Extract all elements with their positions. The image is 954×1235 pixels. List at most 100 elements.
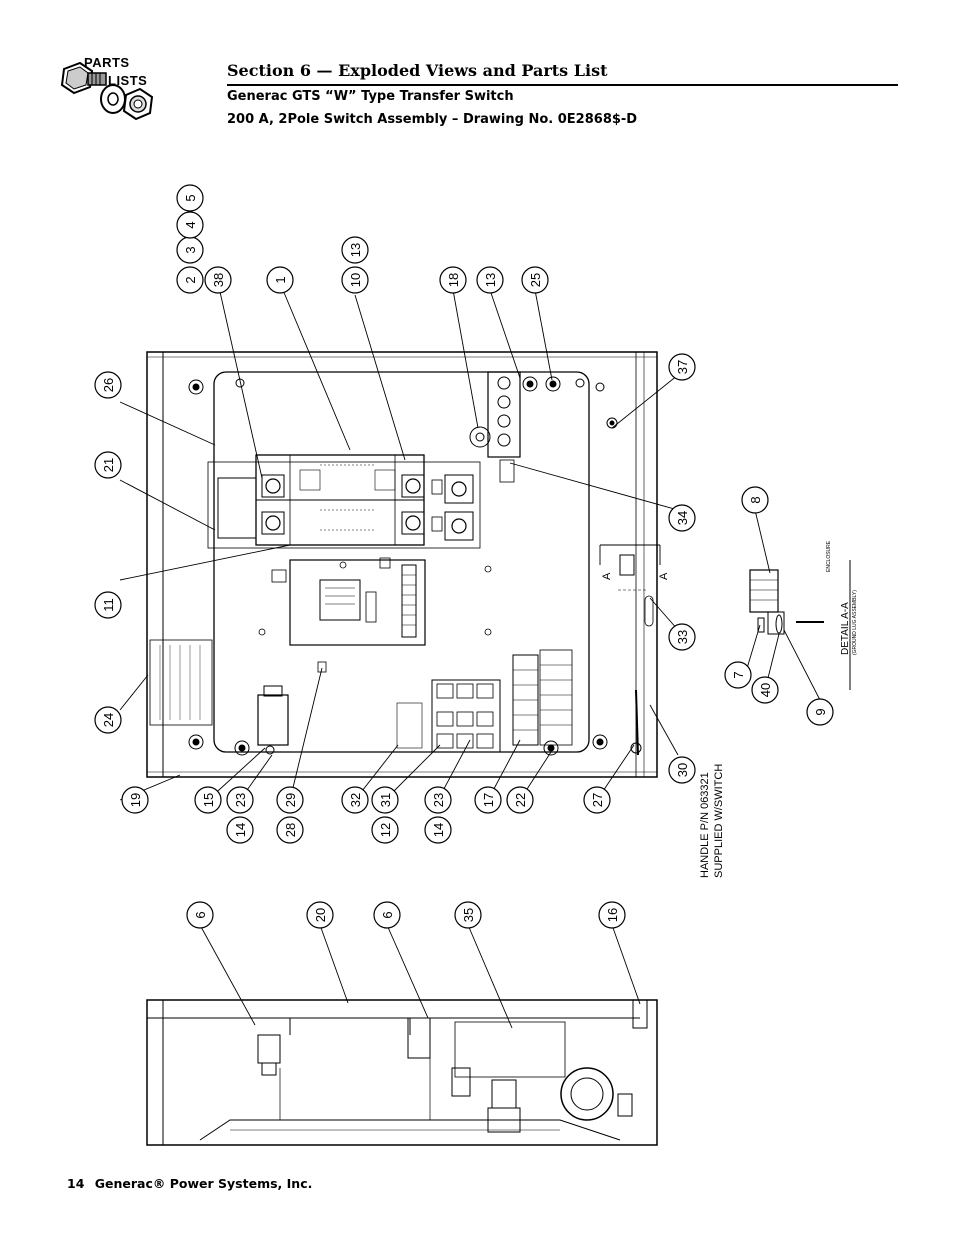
callout-label: 19 — [128, 793, 143, 807]
footer-company: Generac® Power Systems, Inc. — [94, 1176, 313, 1191]
callout-label: 15 — [201, 793, 216, 807]
page-footer: 14 Generac® Power Systems, Inc. — [67, 1176, 312, 1191]
callout-circle — [186, 901, 214, 929]
callout-circle — [306, 901, 334, 929]
callout-label: 8 — [748, 496, 763, 503]
callout-label: 23 — [431, 793, 446, 807]
callout-circle — [176, 211, 204, 239]
callout-circle — [341, 266, 369, 294]
callout-circle — [668, 504, 696, 532]
callout-circle — [226, 786, 254, 814]
callout-circle — [583, 786, 611, 814]
callout-label: 14 — [431, 823, 446, 837]
callout-label: 10 — [348, 273, 363, 287]
callout-circle — [94, 706, 122, 734]
callout-label: 18 — [446, 273, 461, 287]
enclosure-label: ENCLOSURE — [826, 540, 832, 572]
callout-circle — [806, 698, 834, 726]
callout-label: 22 — [513, 793, 528, 807]
callout-circle — [194, 786, 222, 814]
callout-circle — [266, 266, 294, 294]
callout-circle — [424, 786, 452, 814]
callout-circle — [341, 236, 369, 264]
callout-label: 5 — [183, 194, 198, 201]
subtitle-model: Generac GTS “W” Type Transfer Switch — [227, 89, 514, 104]
callout-circle — [668, 623, 696, 651]
callout-circle — [341, 786, 369, 814]
callout-circle — [94, 451, 122, 479]
callout-label: 14 — [233, 823, 248, 837]
callout-circle — [506, 786, 534, 814]
callout-label: 38 — [211, 273, 226, 287]
callout-label: 24 — [101, 713, 116, 727]
section-a-right: A — [658, 572, 670, 580]
callout-label: 30 — [675, 763, 690, 777]
callout-label: 3 — [183, 246, 198, 253]
enclosure-front-view — [146, 351, 658, 778]
handle-note-line2: SUPPLIED W/SWITCH — [713, 764, 725, 878]
section-a-left: A — [601, 572, 613, 580]
rotated-labels: HANDLE P/N 063321 SUPPLIED W/SWITCH DETA… — [601, 540, 858, 878]
callout-label: 6 — [380, 911, 395, 918]
callout-label: 29 — [283, 793, 298, 807]
page-number: 14 — [67, 1176, 85, 1191]
callout-label: 6 — [193, 911, 208, 918]
callout-circle — [439, 266, 467, 294]
detail-sub-label: (GROUND LUG ASSEMBLY) — [852, 590, 858, 655]
callout-circle — [668, 353, 696, 381]
callout-label: 1 — [273, 276, 288, 283]
subtitle-drawing: 200 A, 2Pole Switch Assembly – Drawing N… — [227, 112, 638, 127]
callout-circle — [371, 786, 399, 814]
callout-circle — [454, 901, 482, 929]
parts-lists-logo: PARTS LISTS — [58, 55, 178, 135]
callout-label: 12 — [378, 823, 393, 837]
callout-label: 13 — [348, 243, 363, 257]
callout-label: 4 — [183, 221, 198, 228]
callout-label: 34 — [675, 511, 690, 525]
logo-line2: LISTS — [108, 73, 148, 88]
callout-label: 32 — [348, 793, 363, 807]
callout-circle — [371, 816, 399, 844]
callout-circle — [474, 786, 502, 814]
logo-line1: PARTS — [84, 55, 130, 70]
callout-circle — [741, 486, 769, 514]
callout-circle — [476, 266, 504, 294]
detail-label: DETAIL A-A — [840, 602, 851, 655]
enclosure-side-view — [146, 999, 658, 1146]
callout-label: 27 — [590, 793, 605, 807]
callout-circle — [226, 816, 254, 844]
callout-circle — [276, 816, 304, 844]
callout-circle — [176, 266, 204, 294]
callout-label: 2 — [183, 276, 198, 283]
callout-label: 11 — [101, 598, 116, 612]
callout-label: 37 — [675, 360, 690, 374]
callout-label: 17 — [481, 793, 496, 807]
callout-label: 31 — [378, 793, 393, 807]
callout-label: 16 — [605, 908, 620, 922]
exploded-view-diagram: 2345381101318132526211124191514232829321… — [94, 184, 858, 1146]
callout-circle — [121, 786, 149, 814]
callout-label: 35 — [461, 908, 476, 922]
callout-label: 9 — [813, 708, 828, 715]
bolt-nut-icon — [60, 61, 154, 121]
callout-label: 40 — [758, 683, 773, 697]
callout-circle — [598, 901, 626, 929]
detail-a-a — [749, 560, 851, 690]
callout-label: 20 — [313, 908, 328, 922]
callout-label: 33 — [675, 630, 690, 644]
callout-circle — [424, 816, 452, 844]
header-rule — [227, 84, 898, 86]
section-title: Section 6 — Exploded Views and Parts Lis… — [227, 61, 608, 80]
callout-label: 28 — [283, 823, 298, 837]
callout-label: 23 — [233, 793, 248, 807]
handle-note-line1: HANDLE P/N 063321 — [699, 772, 711, 878]
callout-circle — [521, 266, 549, 294]
callout-circle — [724, 661, 752, 689]
callout-circle — [94, 591, 122, 619]
callout-circle — [276, 786, 304, 814]
callout-label: 26 — [101, 378, 116, 392]
callout-circle — [373, 901, 401, 929]
callout-circle — [176, 184, 204, 212]
callout-label: 13 — [483, 273, 498, 287]
